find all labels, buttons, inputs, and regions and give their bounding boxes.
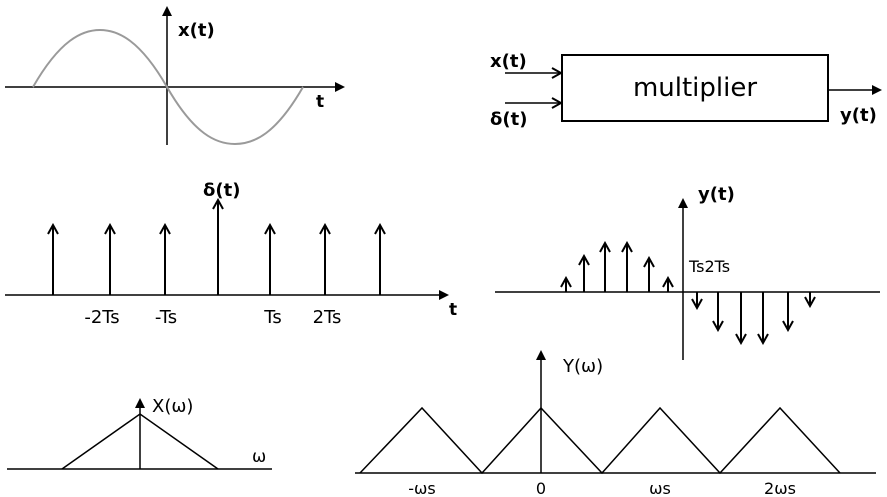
y-t-axis-label: y(t): [698, 184, 735, 205]
multiplier-box: [561, 54, 829, 122]
panel-impulse-train: δ(t) t -2Ts -Ts Ts 2Ts: [5, 180, 457, 328]
sinusoid-curve: [32, 28, 304, 146]
multiplier-block-diagram: x(t) δ(t) multiplier y(t): [490, 51, 882, 130]
y-t-tick-label: Ts2Ts: [688, 257, 730, 276]
x-w-freq-label: ω: [252, 447, 266, 467]
x-w-triangle: [61, 413, 219, 470]
output-y-label: y(t): [840, 105, 877, 126]
panel-y-spectrum: Y(ω) -ωs 0 ωs 2ωs: [355, 350, 876, 497]
delta-axis-label: δ(t): [203, 180, 240, 201]
y-w-triangle-train: [359, 406, 841, 475]
input-x-label: x(t): [490, 51, 527, 72]
panel-x-of-t: x(t) t: [5, 6, 345, 146]
sampled-impulse-group: [566, 243, 810, 343]
tick-label-minus-ts: -Ts: [155, 307, 177, 328]
x-w-axis-label: X(ω): [152, 396, 193, 417]
y-w-tick-minus-ws: -ωs: [408, 479, 436, 497]
x-t-time-label: t: [316, 92, 324, 112]
multiplier-title: multiplier: [633, 73, 757, 103]
input-delta-label: δ(t): [490, 109, 527, 130]
y-w-tick-zero: 0: [536, 479, 546, 497]
delta-time-label: t: [449, 300, 457, 320]
tick-label-2ts: 2Ts: [313, 307, 342, 328]
y-w-tick-ws: ωs: [649, 479, 671, 497]
y-w-axis-label: Y(ω): [562, 356, 603, 377]
y-w-tick-2ws: 2ωs: [764, 479, 796, 497]
panel-x-spectrum: X(ω) ω: [7, 396, 272, 470]
x-t-axis-label: x(t): [178, 20, 215, 41]
tick-label-ts: Ts: [263, 307, 281, 328]
tick-label-minus-2ts: -2Ts: [84, 307, 119, 328]
impulse-group: [53, 200, 380, 295]
panel-y-of-t: y(t) Ts2Ts: [495, 184, 880, 360]
